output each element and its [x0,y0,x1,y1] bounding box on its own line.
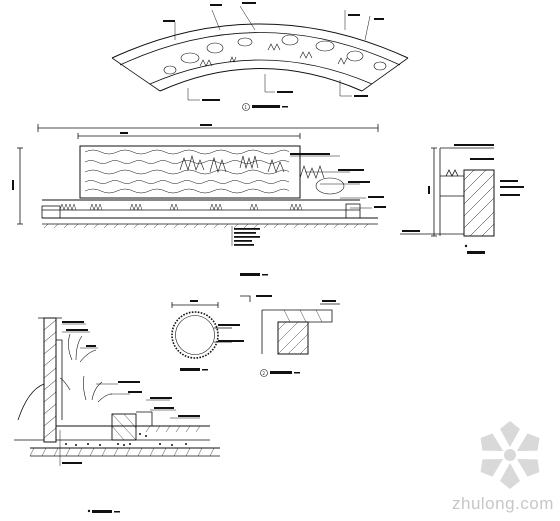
plan-view: 1 [111,2,409,111]
plan-shrubs [163,34,387,75]
wall-hatch [43,319,57,439]
snowflake-logo-icon [480,421,540,489]
front-elevation [12,124,386,276]
circle-detail [171,300,244,371]
elevation-plants [179,154,345,195]
coping-detail: 2 [240,295,340,377]
side-section [400,144,524,254]
base-hatch [43,223,369,229]
elevation-callouts [231,155,372,246]
stone-pattern [84,149,290,194]
wall-callouts [59,323,200,466]
wall-section [14,317,220,513]
side-hatch [463,169,495,237]
grass-band [59,203,303,211]
wall-plant [59,333,113,403]
svg-text:1: 1 [245,105,248,110]
plan-leaders [174,5,371,101]
soil-hatch [29,425,215,457]
svg-text:2: 2 [263,371,266,376]
gravel-dots [65,433,187,446]
watermark-text: zhulong.com [452,494,554,513]
plan-labels [163,2,384,101]
